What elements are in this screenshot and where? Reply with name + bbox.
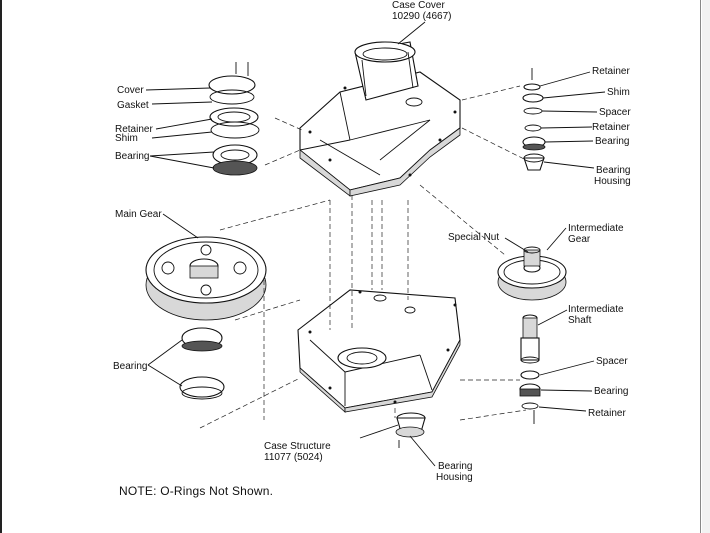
label-spacer-right-2: Spacer: [596, 356, 628, 367]
assembly-lines: [199, 85, 527, 429]
label-intermediate-gear-2: Gear: [568, 234, 591, 245]
label-gasket: Gasket: [117, 100, 149, 111]
label-retainer-right-3: Retainer: [588, 408, 626, 419]
left-bearing-stack: [208, 62, 260, 176]
label-cover: Cover: [117, 85, 144, 96]
label-main-gear: Main Gear: [115, 209, 162, 220]
label-bearing-right-2: Bearing: [594, 386, 628, 397]
lower-left-bearings: [179, 327, 225, 400]
intermediate-gear-part: [497, 246, 567, 301]
page-right-margin: [702, 0, 710, 533]
intermediate-shaft-part: [519, 314, 541, 424]
label-shim-left: Shim: [115, 133, 138, 144]
label-case-cover: Case Cover: [392, 0, 445, 11]
label-bearing-housing-right: Bearing: [596, 165, 630, 176]
label-bearing-housing-bottom-2: Housing: [436, 472, 473, 483]
case-cover-part: [299, 41, 461, 197]
page-right-border: [700, 0, 701, 533]
label-bearing-left: Bearing: [115, 151, 149, 162]
label-spacer-right-1: Spacer: [599, 107, 631, 118]
bottom-bearing-housing: [395, 412, 426, 448]
label-intermediate-gear: Intermediate: [568, 223, 624, 234]
label-case-cover-number: 10290 (4667): [392, 11, 452, 22]
label-case-structure-number: 11077 (5024): [264, 452, 323, 463]
label-case-structure: Case Structure: [264, 441, 331, 452]
label-retainer-right-2: Retainer: [592, 122, 630, 133]
label-intermediate-shaft: Intermediate: [568, 304, 624, 315]
label-intermediate-shaft-2: Shaft: [568, 315, 592, 326]
label-bearing-right-1: Bearing: [595, 136, 629, 147]
o-rings-note: NOTE: O-Rings Not Shown.: [119, 484, 274, 498]
label-retainer-left: Retainer: [115, 124, 153, 135]
right-upper-stack: [522, 68, 546, 171]
label-shim-right: Shim: [607, 87, 630, 98]
main-gear-part: [145, 236, 267, 321]
label-bearing-housing-bottom: Bearing: [438, 461, 472, 472]
case-structure-part: [297, 289, 461, 413]
label-special-nut: Special Nut: [448, 232, 499, 243]
label-bearing-lower-left: Bearing: [113, 361, 147, 372]
label-bearing-housing-right-2: Housing: [594, 176, 631, 187]
page-left-border: [0, 0, 2, 533]
leader-lines: [145, 21, 606, 467]
label-retainer-right-1: Retainer: [592, 66, 630, 77]
